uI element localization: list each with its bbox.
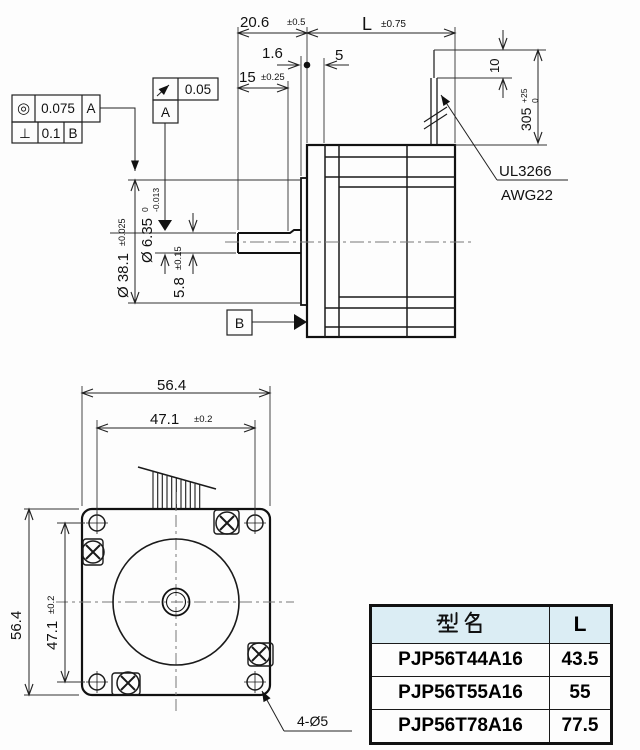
- perpendicularity-datum: B: [68, 126, 77, 141]
- dim-L-tol: ±0.75: [381, 19, 406, 30]
- dim-flat-value: 5.8: [171, 277, 188, 298]
- front-dim-height: 56.4: [8, 611, 25, 640]
- runout-tolerance: 0.05: [185, 82, 211, 97]
- dim-305-value: 305: [518, 107, 534, 131]
- motor-body-outline: [237, 143, 457, 339]
- dimension-lines: [130, 28, 543, 305]
- perpendicularity-tolerance: 0.1: [42, 126, 61, 141]
- model-name-header: 型名: [370, 605, 550, 644]
- perpendicularity-symbol-icon: ⊥: [19, 126, 31, 141]
- lead-wire: [423, 50, 448, 145]
- kanji-mei-icon: [464, 611, 481, 633]
- front-dimension-lines: [24, 388, 352, 732]
- front-dim-pitch-v-tol: ±0.2: [46, 596, 57, 614]
- model-name-cell: PJP56T55A16: [370, 676, 550, 710]
- shaft-bore-circle: [165, 591, 187, 613]
- dim-pilot-dia-value: Ø 38.1: [115, 253, 132, 298]
- dim-L-value: L: [362, 14, 372, 34]
- model-table-header-row: 型名 L: [370, 605, 612, 644]
- model-name-cell: PJP56T44A16: [370, 643, 550, 677]
- front-dim-pitch-h-value: 47.1: [150, 411, 179, 428]
- mounting-holes: [86, 512, 266, 693]
- dim-305-tol-lower: 0: [530, 98, 540, 103]
- wire-break-symbol: [423, 106, 448, 130]
- dim-20-6-value: 20.6: [240, 14, 269, 31]
- dim-305-tol-upper: +25: [519, 88, 529, 103]
- side-view-drawing: ◎ 0.075 A ⊥ 0.1 B 0.05 A B 20.6 ±0.5 L ±…: [11, 14, 568, 339]
- shaft-circle: [161, 587, 191, 617]
- dim-pilot-dia-tol: ±0.025: [117, 219, 127, 246]
- front-view-drawing: 56.4 47.1 ±0.2 56.4 47.1 ±0.2 4-Ø5: [8, 377, 352, 732]
- front-dim-pitch-v-value: 47.1: [44, 621, 61, 650]
- concentricity-symbol-icon: ◎: [17, 100, 30, 117]
- datum-b-label: B: [235, 315, 244, 331]
- dim-20-6-tol: ±0.5: [287, 17, 305, 28]
- fcf-frames: [11, 77, 253, 336]
- concentricity-datum: A: [86, 101, 95, 116]
- dim-15-tol: ±0.25: [261, 72, 285, 83]
- wire-spec-line1: UL3266: [499, 163, 552, 180]
- dim-10-value: 10: [487, 59, 502, 73]
- length-cell: 77.5: [549, 709, 612, 744]
- dim-shaft-dia-value: Ø 6.35: [139, 218, 156, 263]
- datum-a-triangle: [158, 220, 172, 231]
- front-extension-lines: [24, 386, 271, 696]
- ribbon-cable: [137, 466, 217, 509]
- tie-rod-screws: [81, 509, 274, 696]
- table-row: PJP56T78A16 77.5: [370, 709, 612, 744]
- dim-15-value: 15: [239, 69, 256, 86]
- model-name-header-glyphs: 型名: [436, 610, 486, 634]
- length-cell: 43.5: [549, 643, 612, 677]
- datum-b-triangle: [294, 314, 307, 330]
- front-dim-pitch-h-tol: ±0.2: [194, 414, 212, 425]
- length-header: L: [549, 605, 612, 644]
- datum-a-label: A: [161, 105, 170, 120]
- holes-note: 4-Ø5: [297, 713, 328, 729]
- table-row: PJP56T55A16 55: [370, 676, 612, 710]
- front-centerlines: [56, 492, 294, 712]
- reference-dot: [303, 61, 311, 69]
- table-row: PJP56T44A16 43.5: [370, 643, 612, 677]
- model-table: 型名 L PJP56T44A16 43.5 PJP56T55A16 55 PJP…: [369, 604, 613, 745]
- dim-5-value: 5: [335, 47, 343, 64]
- dim-flat-tol: ±0.15: [173, 246, 184, 270]
- dim-shaft-dia-tol-lower: -0.013: [151, 188, 161, 212]
- runout-arrow-icon: [156, 84, 170, 97]
- motor-body-internal-lines: [324, 145, 455, 337]
- front-dim-width: 56.4: [157, 377, 186, 394]
- concentricity-tolerance: 0.075: [41, 101, 75, 116]
- model-name-cell: PJP56T78A16: [370, 709, 550, 744]
- dim-shaft-dia-tol-upper: 0: [140, 207, 150, 212]
- wire-spec-line2: AWG22: [501, 187, 553, 204]
- kanji-kata-icon: [436, 612, 458, 633]
- pilot-circle: [112, 538, 240, 666]
- dim-1-6-value: 1.6: [262, 45, 283, 62]
- length-cell: 55: [549, 676, 612, 710]
- leader-lines: [100, 94, 568, 323]
